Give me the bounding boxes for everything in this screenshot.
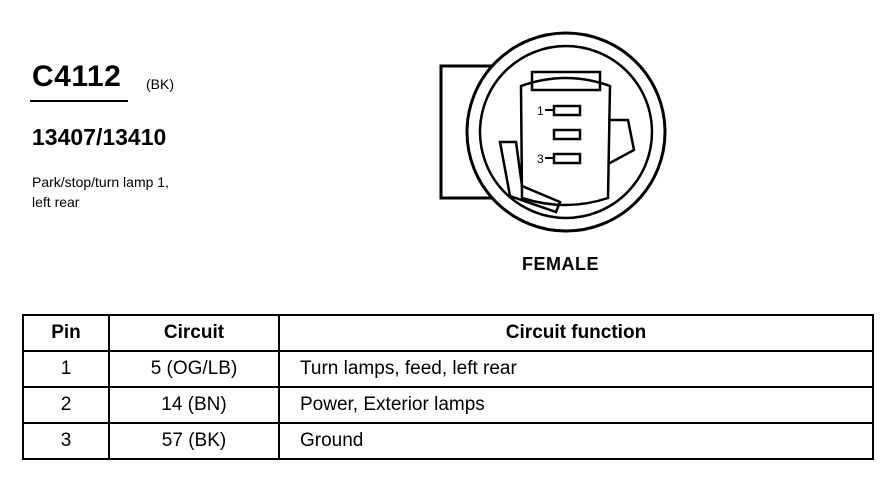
cell-function: Power, Exterior lamps — [278, 386, 874, 424]
connector-gender-label: FEMALE — [522, 254, 599, 274]
connector-color-code: (BK) — [146, 76, 174, 92]
cell-circuit: 57 (BK) — [108, 422, 280, 460]
table-row: 2 14 (BN) Power, Exterior lamps — [22, 386, 874, 424]
description-line-2: left rear — [32, 194, 80, 210]
pin-cavity-2 — [552, 128, 582, 141]
cell-pin: 3 — [22, 422, 110, 460]
table-row: 1 5 (OG/LB) Turn lamps, feed, left rear — [22, 350, 874, 388]
part-numbers: 13407/13410 — [32, 124, 167, 150]
pin-label-1: 1 — [537, 104, 544, 118]
pin-label-3: 3 — [537, 152, 544, 166]
pin-cavity-1 — [552, 104, 582, 117]
cell-function: Ground — [278, 422, 874, 460]
connector-insert — [519, 76, 612, 207]
title-underline — [30, 100, 128, 102]
cell-circuit: 14 (BN) — [108, 386, 280, 424]
cell-function: Turn lamps, feed, left rear — [278, 350, 874, 388]
connector-housing-tab — [439, 64, 492, 200]
table-row: 3 57 (BK) Ground — [22, 422, 874, 460]
pin-cavity-3 — [552, 152, 582, 165]
header-circuit-function: Circuit function — [278, 314, 874, 352]
top-key — [530, 70, 602, 92]
description-line-1: Park/stop/turn lamp 1, — [32, 174, 169, 190]
latch — [498, 140, 562, 214]
connector-id: C4112 — [32, 60, 122, 93]
pinout-table: Pin Circuit Circuit function 1 5 (OG/LB)… — [22, 314, 874, 460]
cell-pin: 2 — [22, 386, 110, 424]
table-header-row: Pin Circuit Circuit function — [22, 314, 874, 352]
cell-circuit: 5 (OG/LB) — [108, 350, 280, 388]
header-circuit: Circuit — [108, 314, 280, 352]
connector-inner-ring — [478, 44, 654, 220]
right-key — [607, 118, 636, 166]
connector-description: Park/stop/turn lamp 1, left rear — [32, 172, 169, 212]
header-pin: Pin — [22, 314, 110, 352]
cell-pin: 1 — [22, 350, 110, 388]
connector-outer-shell — [465, 31, 667, 233]
